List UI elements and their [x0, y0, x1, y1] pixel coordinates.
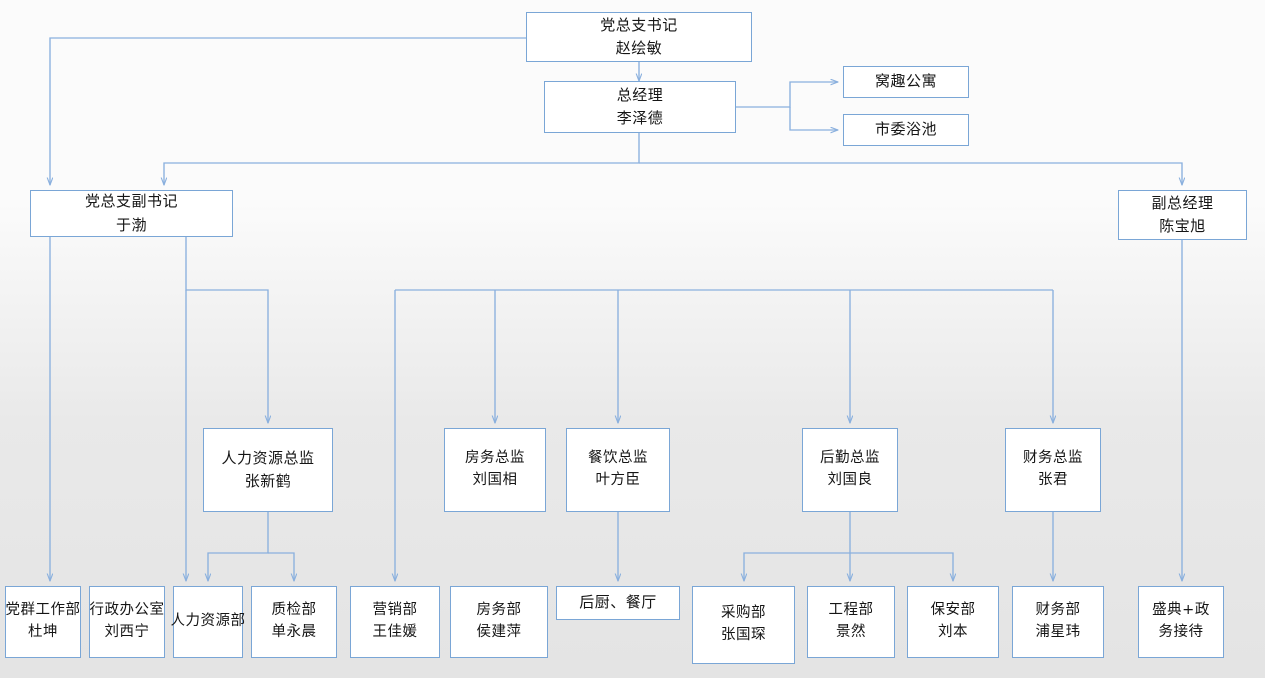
- node-person: 叶方臣: [595, 472, 641, 488]
- node-rooms-director[interactable]: 房务总监刘国相: [444, 428, 546, 512]
- node-fb-director[interactable]: 餐饮总监叶方臣: [566, 428, 670, 512]
- node-title: 总经理: [616, 85, 664, 104]
- node-person: 刘国良: [827, 472, 873, 488]
- node-title: 保安部: [930, 602, 976, 619]
- node-person: 刘西宁: [104, 624, 150, 640]
- node-title: 房务总监: [465, 450, 525, 467]
- node-events-reception[interactable]: 盛典+政务接待: [1138, 586, 1224, 658]
- node-title: 人力资源部: [170, 613, 246, 630]
- node-finance-dept[interactable]: 财务部浦星玮: [1012, 586, 1104, 658]
- node-party-secretary[interactable]: 党总支书记赵绘敏: [526, 12, 752, 62]
- node-logistics-director[interactable]: 后勤总监刘国良: [802, 428, 898, 512]
- node-title: 行政办公室: [89, 602, 165, 619]
- node-title: 工程部: [828, 602, 874, 619]
- node-title: 副总经理: [1151, 193, 1214, 212]
- node-security-dept[interactable]: 保安部刘本: [907, 586, 999, 658]
- node-party-work-dept[interactable]: 党群工作部杜坤: [5, 586, 81, 658]
- node-person: 张国琛: [721, 627, 766, 643]
- node-person: 张君: [1038, 472, 1068, 488]
- node-admin-office[interactable]: 行政办公室刘西宁: [89, 586, 165, 658]
- connector-path: [185, 237, 268, 423]
- node-person: 张新鹤: [244, 472, 292, 490]
- node-title: 后勤总监: [820, 450, 880, 467]
- node-title: 盛典+政: [1152, 602, 1210, 619]
- node-person: 陈宝旭: [1159, 217, 1206, 235]
- node-person: 刘本: [938, 624, 968, 640]
- connector-path: [850, 552, 953, 581]
- node-title: 后厨、餐厅: [579, 593, 657, 612]
- node-deputy-gm[interactable]: 副总经理陈宝旭: [1118, 190, 1247, 240]
- node-person: 单永晨: [271, 624, 317, 640]
- node-rooms-dept[interactable]: 房务部侯建萍: [450, 586, 548, 658]
- node-title: 财务总监: [1023, 450, 1083, 467]
- node-title: 质检部: [271, 602, 317, 619]
- node-title: 采购部: [721, 605, 766, 622]
- node-woqu-apartment[interactable]: 窝趣公寓: [843, 66, 969, 98]
- node-city-bathhouse[interactable]: 市委浴池: [843, 114, 969, 146]
- connector-path: [164, 133, 640, 185]
- node-person: 于渤: [115, 215, 147, 234]
- connector-path: [50, 37, 526, 185]
- node-title: 房务部: [476, 602, 522, 619]
- node-title: 党总支副书记: [84, 192, 178, 211]
- connector-path: [208, 512, 269, 581]
- node-person: 景然: [836, 624, 866, 640]
- node-purchasing-dept[interactable]: 采购部张国琛: [692, 586, 795, 664]
- node-person: 李泽德: [616, 109, 664, 127]
- node-marketing-dept[interactable]: 营销部王佳媛: [350, 586, 440, 658]
- node-title: 餐饮总监: [588, 450, 648, 467]
- connector-path: [736, 82, 838, 108]
- node-title: 营销部: [372, 602, 418, 619]
- node-title: 党群工作部: [5, 602, 81, 619]
- connector-path: [744, 512, 851, 581]
- node-title: 窝趣公寓: [874, 72, 937, 91]
- node-finance-director[interactable]: 财务总监张君: [1005, 428, 1101, 512]
- node-title: 党总支书记: [600, 15, 678, 34]
- node-engineering-dept[interactable]: 工程部景然: [807, 586, 895, 658]
- node-general-manager[interactable]: 总经理李泽德: [544, 81, 736, 133]
- node-person: 杜坤: [28, 624, 58, 640]
- connector-path: [789, 107, 838, 130]
- node-title: 市委浴池: [874, 120, 937, 139]
- node-person: 王佳媛: [372, 624, 418, 640]
- connector-path: [268, 552, 294, 581]
- node-person: 侯建萍: [476, 624, 522, 640]
- node-title: 财务部: [1035, 602, 1081, 619]
- node-person: 刘国相: [472, 472, 518, 488]
- connector-path: [639, 162, 1182, 185]
- node-person: 浦星玮: [1035, 624, 1081, 640]
- node-person: 赵绘敏: [615, 39, 663, 57]
- node-deputy-party-secretary[interactable]: 党总支副书记于渤: [30, 190, 233, 237]
- node-qc-dept[interactable]: 质检部单永晨: [251, 586, 337, 658]
- node-person: 务接待: [1158, 624, 1204, 640]
- node-kitchen-restaurant[interactable]: 后厨、餐厅: [556, 586, 680, 620]
- node-title: 人力资源总监: [221, 448, 315, 467]
- node-hr-dept[interactable]: 人力资源部: [170, 586, 246, 658]
- node-hr-director[interactable]: 人力资源总监张新鹤: [203, 428, 333, 512]
